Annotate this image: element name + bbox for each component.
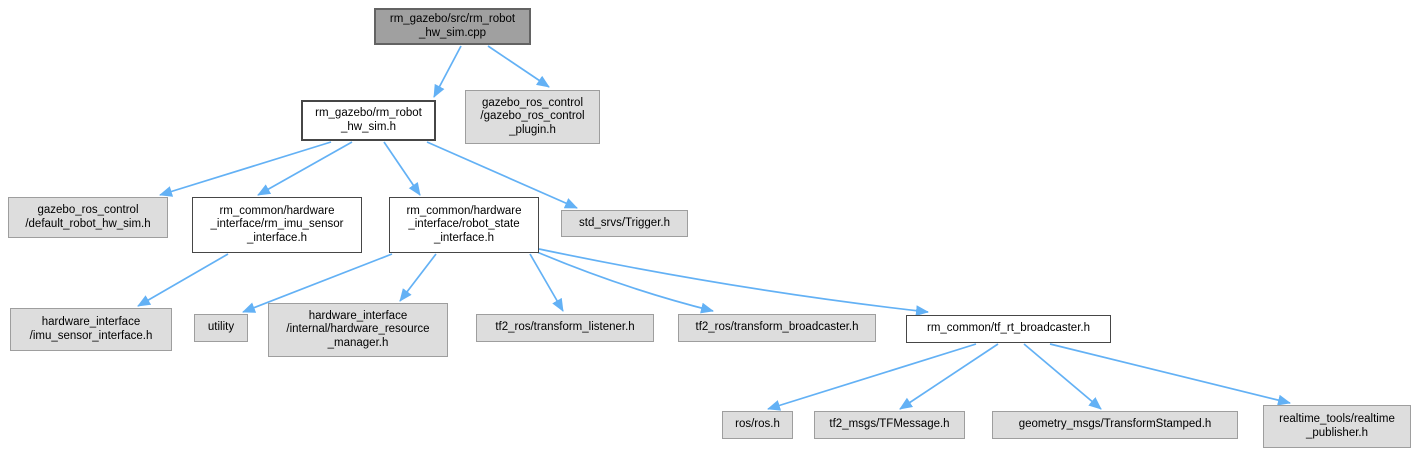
graph-node-tf2-ros-transform-listener-h: tf2_ros/transform_listener.h [476,314,654,342]
graph-node-robot-state-interface-h[interactable]: rm_common/hardware _interface/robot_stat… [389,197,539,253]
graph-node-tf2-msgs-tfmessage-h: tf2_msgs/TFMessage.h [814,411,965,439]
edge-hw-sim-h-to-default-hw-sim [159,141,332,197]
edge-root-to-hw-sim-h [433,45,462,98]
edge-tf-rt-broadcaster-to-ros-h [767,343,977,411]
edge-tf-rt-broadcaster-to-transform-stamped [1023,343,1102,410]
edge-hw-sim-h-to-robot-state [383,141,421,196]
edge-tf-rt-broadcaster-to-tfmessage [899,343,999,410]
edge-hw-sim-h-to-trigger [426,141,578,209]
graph-node-rm-common-tf-rt-broadcaster-h[interactable]: rm_common/tf_rt_broadcaster.h [906,315,1111,343]
edge-robot-state-to-utility [242,253,393,313]
graph-node-realtime-tools-realtime-publisher-h: realtime_tools/realtime _publisher.h [1263,405,1411,448]
graph-node-gazebo-ros-control-plugin-h: gazebo_ros_control /gazebo_ros_control _… [465,90,600,144]
graph-node-tf2-ros-transform-broadcaster-h: tf2_ros/transform_broadcaster.h [678,314,876,342]
edge-robot-state-to-transform-broadcaster [536,251,714,314]
graph-node-rm-robot-hw-sim-h[interactable]: rm_gazebo/rm_robot _hw_sim.h [301,100,436,141]
edge-tf-rt-broadcaster-to-realtime-publisher [1049,343,1291,406]
graph-node-default-robot-hw-sim-h: gazebo_ros_control /default_robot_hw_sim… [8,197,168,238]
graph-node-std-srvs-trigger-h: std_srvs/Trigger.h [561,210,688,237]
graph-node-rm-robot-hw-sim-cpp: rm_gazebo/src/rm_robot _hw_sim.cpp [374,8,531,45]
edge-robot-state-to-tf-rt-broadcaster [538,248,929,317]
edge-rm-imu-sensor-to-imu-sensor [137,253,229,307]
graph-node-utility: utility [194,314,248,342]
graph-node-rm-imu-sensor-interface-h[interactable]: rm_common/hardware _interface/rm_imu_sen… [192,197,362,253]
graph-node-geometry-msgs-transform-stamped-h: geometry_msgs/TransformStamped.h [992,411,1238,439]
edge-robot-state-to-resource-manager [399,253,437,302]
graph-node-imu-sensor-interface-h: hardware_interface /imu_sensor_interface… [10,308,172,351]
edge-root-to-plugin [487,45,550,88]
graph-node-ros-ros-h: ros/ros.h [722,411,793,439]
edge-hw-sim-h-to-rm-imu-sensor [257,141,353,196]
graph-node-hardware-resource-manager-h: hardware_interface /internal/hardware_re… [268,303,448,357]
edge-robot-state-to-transform-listener [529,253,564,312]
